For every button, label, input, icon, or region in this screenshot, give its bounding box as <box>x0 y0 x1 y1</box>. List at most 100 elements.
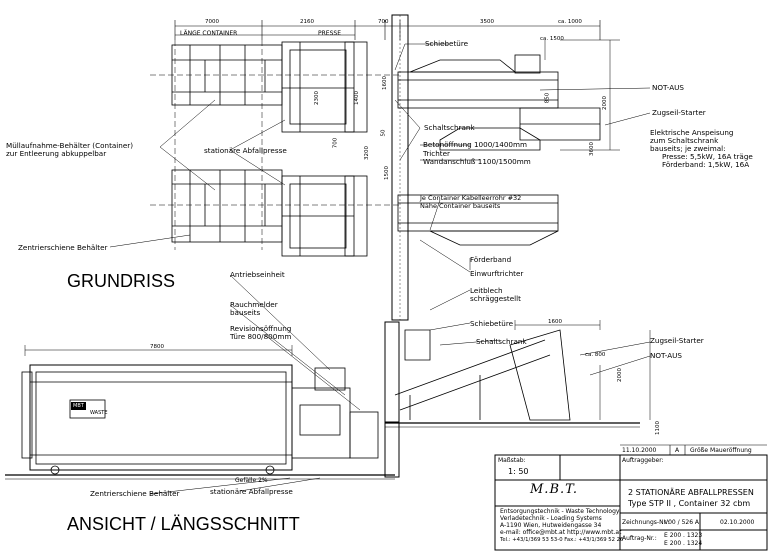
dim-700v: 700 <box>332 137 339 149</box>
dim-2000: 2000 <box>602 96 608 110</box>
label-gefaelle: Gefälle 2% <box>235 477 268 484</box>
label-stat-presse-top: stationäre Abfallpresse <box>204 146 287 155</box>
label-zentrier-top: Zentrierschiene Behälter <box>18 243 108 252</box>
plan-leader-lines <box>109 43 651 248</box>
label-schiebetuere-top: Schiebetüre <box>425 39 469 48</box>
plan-conveyor-lower <box>397 194 559 246</box>
plan-wall <box>391 14 409 321</box>
dim-1500: 1500 <box>384 166 390 180</box>
dim-2300: 2300 <box>314 91 320 105</box>
plan-conveyor-upper <box>397 54 559 109</box>
masstab-value: 1: 50 <box>508 467 529 476</box>
masstab-label: Maßstab: <box>498 457 526 464</box>
label-trichter: Trichter <box>423 149 450 158</box>
revision-row <box>620 444 767 456</box>
company-logo: M.B.T. <box>530 482 579 497</box>
label-zugseil-top: Zugseil-Starter <box>652 108 706 117</box>
label-rauch-1: Rauchmelder <box>230 300 278 309</box>
title-block-frame[interactable] <box>494 454 768 551</box>
label-zentrier-bot: Zentrierschiene Behälter <box>90 489 180 498</box>
label-not-aus-top: NOT-AUS <box>652 83 684 92</box>
label-laenge-container: LÄNGE CONTAINER <box>180 30 238 37</box>
label-betonoeffnung: Betonöffnung 1000/1400mm <box>423 140 527 149</box>
dim-1400: 1400 <box>354 91 360 105</box>
zeichnung-date: 02.10.2000 <box>720 519 755 526</box>
label-wandanschluss: Wandanschluß 1100/1500mm <box>423 157 531 166</box>
label-leitblech-2: schräggestellt <box>470 294 521 303</box>
label-antrieb: Antriebseinheit <box>230 270 285 279</box>
label-zugseil-bot: Zugseil-Starter <box>650 336 704 345</box>
label-revision-2: Türe 800/800mm <box>230 332 292 341</box>
drawing-title-1: 2 STATIONÄRE ABFALLPRESSEN <box>628 488 754 497</box>
company-line-4: e-mail: office@mbt.at http://www.mbt.at <box>500 529 622 536</box>
label-leerrohr-2: Nähe Container bauseits <box>420 202 501 210</box>
zeichnung-value: V00 / 526 A <box>664 519 700 526</box>
label-not-aus-bot: NOT-AUS <box>650 351 682 360</box>
label-schiebetuere-bot: Schiebetüre <box>470 319 514 328</box>
section-container <box>21 364 293 471</box>
rev-date: 11.10.2000 <box>622 447 657 454</box>
label-presse: PRESSE <box>318 30 341 37</box>
heading-ansicht: ANSICHT / LÄNGSSCHNITT <box>67 514 300 534</box>
dim-3600: 3600 <box>589 142 595 156</box>
label-schaltschrank-top: Schaltschrank <box>424 123 475 132</box>
section-leader-lines <box>149 239 651 495</box>
dim-2000b: 2000 <box>617 368 623 382</box>
elektr-line-5: Förderband: 1,5kW, 16A <box>662 160 750 169</box>
label-schaltschrank-bot: Schaltschrank <box>476 337 527 346</box>
label-einwurf: Einwurftrichter <box>470 269 524 278</box>
rev-letter: A <box>675 447 680 454</box>
dim-1600b: 1600 <box>548 319 562 325</box>
label-leitblech-1: Leitblech <box>470 286 503 295</box>
section-wall <box>384 321 400 478</box>
dim-3200: 3200 <box>364 146 370 160</box>
label-revision-1: Revisionsöffnung <box>230 324 292 333</box>
label-stat-presse-bot: stationäre Abfallpresse <box>210 487 293 496</box>
dim-3500: 3500 <box>480 19 494 25</box>
auftrag-value-2: E 200 . 1324 <box>664 540 703 547</box>
company-line-3: A-1190 Wien, Hutweidengasse 34 <box>500 522 602 529</box>
auftrag-value-1: E 200 . 1323 <box>664 532 703 539</box>
label-rauch-2: bauseits <box>230 308 261 317</box>
elektr-line-2: zum Schaltschrank <box>650 136 719 145</box>
dim-850: 850 <box>544 92 551 104</box>
dim-ca1500: ca. 1500 <box>540 36 564 42</box>
plan-container-lower <box>171 169 283 243</box>
section-right-dims <box>514 320 651 420</box>
dim-ca1000: ca. 1000 <box>558 19 582 25</box>
elektr-line-4: Presse: 5,5kW, 16A träge <box>662 152 753 161</box>
elektr-line-1: Elektrische Anspeisung <box>650 128 734 137</box>
plan-trichter <box>439 107 601 151</box>
label-leerrohr-1: Je Container Kabelleerrohr #32 <box>420 194 522 202</box>
dim-7800: 7800 <box>150 344 164 350</box>
dim-1100: 1100 <box>655 421 661 435</box>
label-muell-1: Müllaufnahme-Behälter (Container) <box>6 141 134 150</box>
rev-text: Größe Maueröffnung <box>690 447 752 454</box>
drawing-title-2: Type STP II , Container 32 cbm <box>628 499 751 508</box>
dim-50: 50 <box>380 129 387 137</box>
plan-press-lower <box>281 175 368 257</box>
heading-grundriss: GRUNDRISS <box>67 271 176 291</box>
company-line-5: Tel.: +43/1/369 53 53-0 Fax.: +43/1/369 … <box>500 537 624 543</box>
label-muell-2: zur Entleerung abkuppelbar <box>6 149 107 158</box>
company-line-2: Verladetechnik - Loading Systems <box>500 515 602 522</box>
elektr-line-3: bauseits; je zweimal: <box>650 144 726 153</box>
section-container-wheels <box>50 465 275 475</box>
label-foerderband: Förderband <box>470 255 512 264</box>
company-line-1: Entsorgungstechnik - Waste Technology <box>500 508 620 515</box>
container-plate: MBT <box>71 402 86 410</box>
plan-center-lines <box>150 40 400 250</box>
dim-7000: 7000 <box>205 19 219 25</box>
plan-right-dims <box>544 39 620 151</box>
dim-ca800: ca. 800 <box>585 352 606 358</box>
section-floor <box>5 422 640 480</box>
zeichnung-label: Zeichnungs-Nr.: <box>622 519 670 526</box>
section-top-dim <box>24 345 293 356</box>
container-plate-2: WASTE <box>90 410 108 416</box>
section-press <box>291 367 379 459</box>
dim-700: 700 <box>378 19 389 25</box>
dim-1600: 1600 <box>382 76 388 90</box>
plan-press-upper <box>281 41 368 133</box>
